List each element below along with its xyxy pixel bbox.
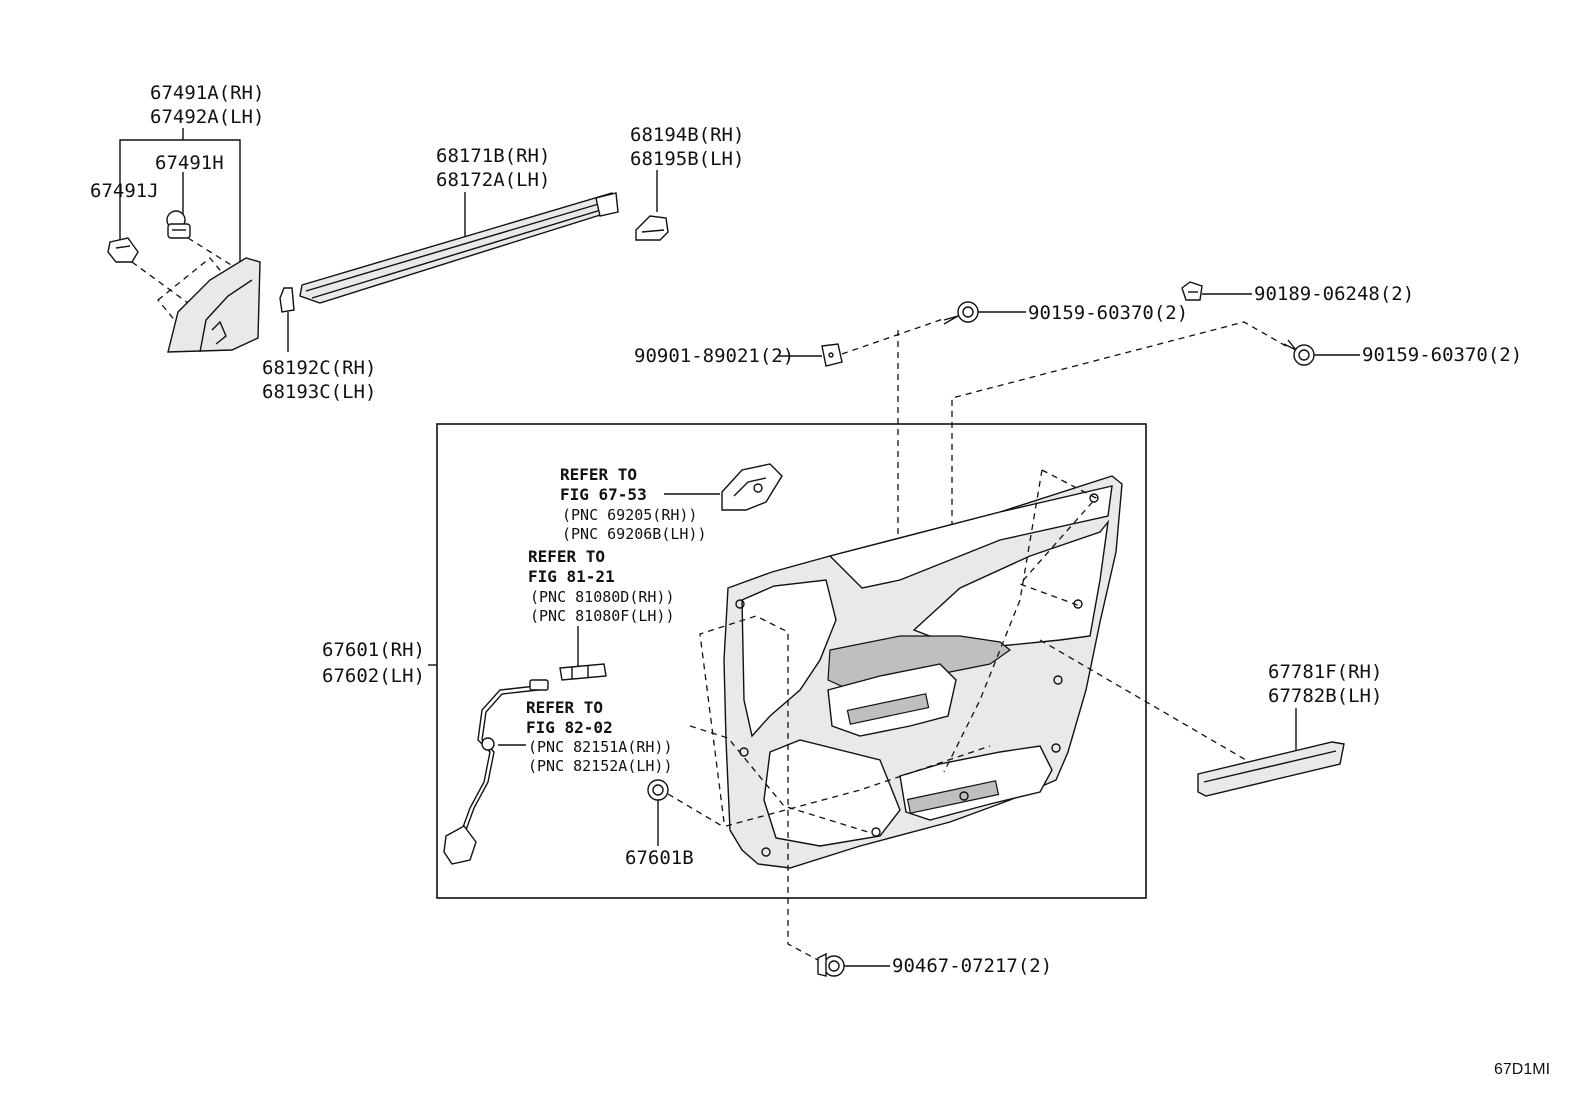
part-label-90159-a[interactable]: 90159-60370(2) bbox=[1028, 302, 1188, 324]
seal-group: 68192C(RH) 68193C(LH) bbox=[262, 287, 376, 403]
clip-h-icon bbox=[166, 210, 191, 239]
guide-line bbox=[725, 745, 991, 827]
inside-handle-icon bbox=[721, 463, 783, 511]
part-label-67491j[interactable]: 67491J bbox=[90, 180, 159, 202]
part-label-90467[interactable]: 90467-07217(2) bbox=[892, 955, 1052, 977]
part-label-68171b[interactable]: 68171B(RH) bbox=[436, 145, 550, 167]
garnish-icon bbox=[1197, 741, 1345, 797]
part-label-68194b[interactable]: 68194B(RH) bbox=[630, 124, 744, 146]
nut-icon bbox=[821, 343, 843, 367]
part-label-67781f[interactable]: 67781F(RH) bbox=[1268, 661, 1382, 683]
belt-moulding-icon bbox=[299, 192, 619, 304]
belt-moulding-group: 68171B(RH) 68172A(LH) bbox=[299, 145, 619, 304]
guide-line bbox=[841, 317, 947, 355]
corner-cover-icon bbox=[167, 257, 261, 353]
clip-67601b-group: 67601B bbox=[625, 779, 723, 869]
guide-line bbox=[667, 793, 723, 827]
weatherstrip-end-icon bbox=[635, 215, 669, 241]
figure-code: 67D1MI bbox=[1494, 1061, 1550, 1078]
part-label-67601[interactable]: 67601(RH) bbox=[322, 639, 425, 661]
switch-icon bbox=[559, 663, 607, 681]
trim-board-frame bbox=[436, 423, 1147, 899]
clip-nut-icon bbox=[1181, 281, 1203, 301]
guide-line bbox=[1039, 639, 1247, 761]
screw-icon bbox=[1283, 339, 1315, 366]
fasteners-top-group: 90901-89021(2) 90159-60370(2) 90189-0624… bbox=[634, 281, 1522, 636]
part-label-67782b[interactable]: 67782B(LH) bbox=[1268, 685, 1382, 707]
ref-switch-line2[interactable]: FIG 81-21 bbox=[528, 567, 615, 586]
ref-wire-group: REFER TO FIG 82-02 (PNC 82151A(RH)) (PNC… bbox=[443, 679, 673, 865]
guide-line bbox=[187, 237, 237, 269]
wire-harness-icon bbox=[443, 679, 549, 865]
clip-67601b-icon bbox=[647, 779, 669, 801]
ref-handle-pnc-rh: (PNC 69205(RH)) bbox=[562, 506, 697, 524]
garnish-group: 67781F(RH) 67782B(LH) bbox=[1197, 661, 1382, 797]
ref-handle-line2[interactable]: FIG 67-53 bbox=[560, 485, 647, 504]
seal-icon bbox=[279, 287, 295, 313]
part-label-68195b[interactable]: 68195B(LH) bbox=[630, 148, 744, 170]
part-label-67491a[interactable]: 67491A(RH) bbox=[150, 82, 264, 104]
part-label-67601b[interactable]: 67601B bbox=[625, 847, 694, 869]
weatherstrip-end-group: 68194B(RH) 68195B(LH) bbox=[630, 124, 744, 241]
guide-line bbox=[943, 469, 1043, 773]
ref-wire-pnc-rh: (PNC 82151A(RH)) bbox=[528, 738, 673, 756]
ref-wire-line1[interactable]: REFER TO bbox=[526, 698, 603, 717]
ref-handle-group: REFER TO FIG 67-53 (PNC 69205(RH)) (PNC … bbox=[560, 463, 783, 543]
part-label-68192c[interactable]: 68192C(RH) bbox=[262, 357, 376, 379]
ref-switch-group: REFER TO FIG 81-21 (PNC 81080D(RH)) (PNC… bbox=[528, 547, 675, 681]
ref-wire-pnc-lh: (PNC 82152A(LH)) bbox=[528, 757, 673, 775]
guide-line bbox=[699, 615, 819, 961]
door-trim-panel-icon bbox=[723, 475, 1123, 869]
guide-line bbox=[951, 321, 1287, 630]
ref-wire-line2[interactable]: FIG 82-02 bbox=[526, 718, 613, 737]
leader-line bbox=[119, 139, 241, 262]
part-label-67602[interactable]: 67602(LH) bbox=[322, 665, 425, 687]
screw-icon bbox=[943, 301, 979, 325]
part-label-68193c[interactable]: 68193C(LH) bbox=[262, 381, 376, 403]
clip-j-icon bbox=[107, 237, 139, 263]
bottom-clip-group: 90467-07217(2) bbox=[817, 952, 1052, 977]
ref-switch-line1[interactable]: REFER TO bbox=[528, 547, 605, 566]
bottom-clip-icon bbox=[817, 952, 845, 977]
ref-switch-pnc-lh: (PNC 81080F(LH)) bbox=[530, 607, 675, 625]
ref-switch-pnc-rh: (PNC 81080D(RH)) bbox=[530, 588, 675, 606]
corner-cover-group: 67491A(RH) 67492A(LH) 67491H 67491J bbox=[90, 82, 264, 353]
part-label-68172a[interactable]: 68172A(LH) bbox=[436, 169, 550, 191]
ref-handle-line1[interactable]: REFER TO bbox=[560, 465, 637, 484]
ref-handle-pnc-lh: (PNC 69206B(LH)) bbox=[562, 525, 707, 543]
part-label-90901[interactable]: 90901-89021(2) bbox=[634, 345, 794, 367]
part-label-90189[interactable]: 90189-06248(2) bbox=[1254, 283, 1414, 305]
part-label-67491h[interactable]: 67491H bbox=[155, 152, 224, 174]
part-label-67492a[interactable]: 67492A(LH) bbox=[150, 106, 264, 128]
part-label-90159-b[interactable]: 90159-60370(2) bbox=[1362, 344, 1522, 366]
